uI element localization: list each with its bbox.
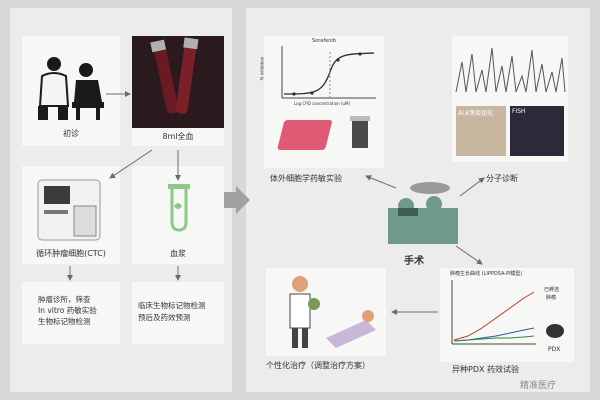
card-visit: 初诊 [22,36,120,146]
surgery-label: 手术 [404,256,424,267]
pdx-tag: PDX [548,346,561,353]
plasma-tube-icon [168,184,190,232]
ctc-label: 循环肿瘤细胞(CTC) [36,249,106,258]
surgery-icon [388,182,458,244]
curve-xlabel: Log CPD concentration (uM) [294,101,351,106]
surgery-image [380,178,464,248]
mouse-icon [546,324,564,338]
ctc-desc-2: In vitro 药敏实验 [38,306,97,315]
card-blood: 8ml全血 [132,36,224,146]
ctc-desc-3: 生物标记物检测 [38,317,91,326]
card-molecular: ALK免疫组化 FISH [452,36,568,162]
ctc-desc-1: 肿瘤诊所，筛查 [38,295,91,304]
card-invitro: Sorafenib % inhibition Log CPD concentra… [259,36,384,168]
ctc-machine-icon [37,179,101,241]
plasma-desc-2: 预后及药效预测 [138,313,191,322]
plasma-desc-1: 临床生物标记物检测 [138,301,206,310]
pdx-chart-title: 肿瘤生长曲线 (LIPPDSA-PI模型) [450,271,523,277]
visit-label: 初诊 [63,129,79,138]
card-plasma-desc: 临床生物标记物检测 预后及药效预测 [132,282,224,344]
alk-label: ALK免疫组化 [458,110,494,117]
curve-title: Sorafenib [312,38,336,44]
alk-image [456,106,506,156]
card-ctc-desc: 肿瘤诊所，筛查 In vitro 药敏实验 生物标记物检测 [22,282,120,344]
pdx-small2: 肿瘤 [546,295,557,301]
card-personal [266,268,386,356]
watermark: 精准医疗 [520,381,557,391]
blood-tubes-icon [132,36,224,128]
card-plasma: 血浆 [132,166,224,264]
patient-treatment-icon [289,276,376,348]
pdx-growth-chart [451,280,536,345]
fish-image [510,106,564,156]
card-ctc: 循环肿瘤细胞(CTC) [22,166,120,264]
fish-label: FISH [512,108,526,115]
invitro-label: 体外细胞学药敏实验 [270,174,342,183]
pdx-small1: 已孵选 [544,287,560,293]
sequencing-chromatogram [455,47,566,93]
doctor-patient-icon [38,57,104,120]
card-pdx: 肿瘤生长曲线 (LIPPDSA-PI模型) 已孵选 肿瘤 PDX [440,268,574,362]
blood-label: 8ml全血 [162,132,194,141]
dose-response-chart [281,46,376,99]
plasma-label: 血浆 [170,249,186,258]
pdx-label: 异种PDX 药效试验 [452,365,520,374]
well-plate-icon [277,116,370,150]
personal-label: 个性化治疗（调整治疗方案） [266,361,370,370]
molecular-label: 分子诊断 [486,174,518,183]
